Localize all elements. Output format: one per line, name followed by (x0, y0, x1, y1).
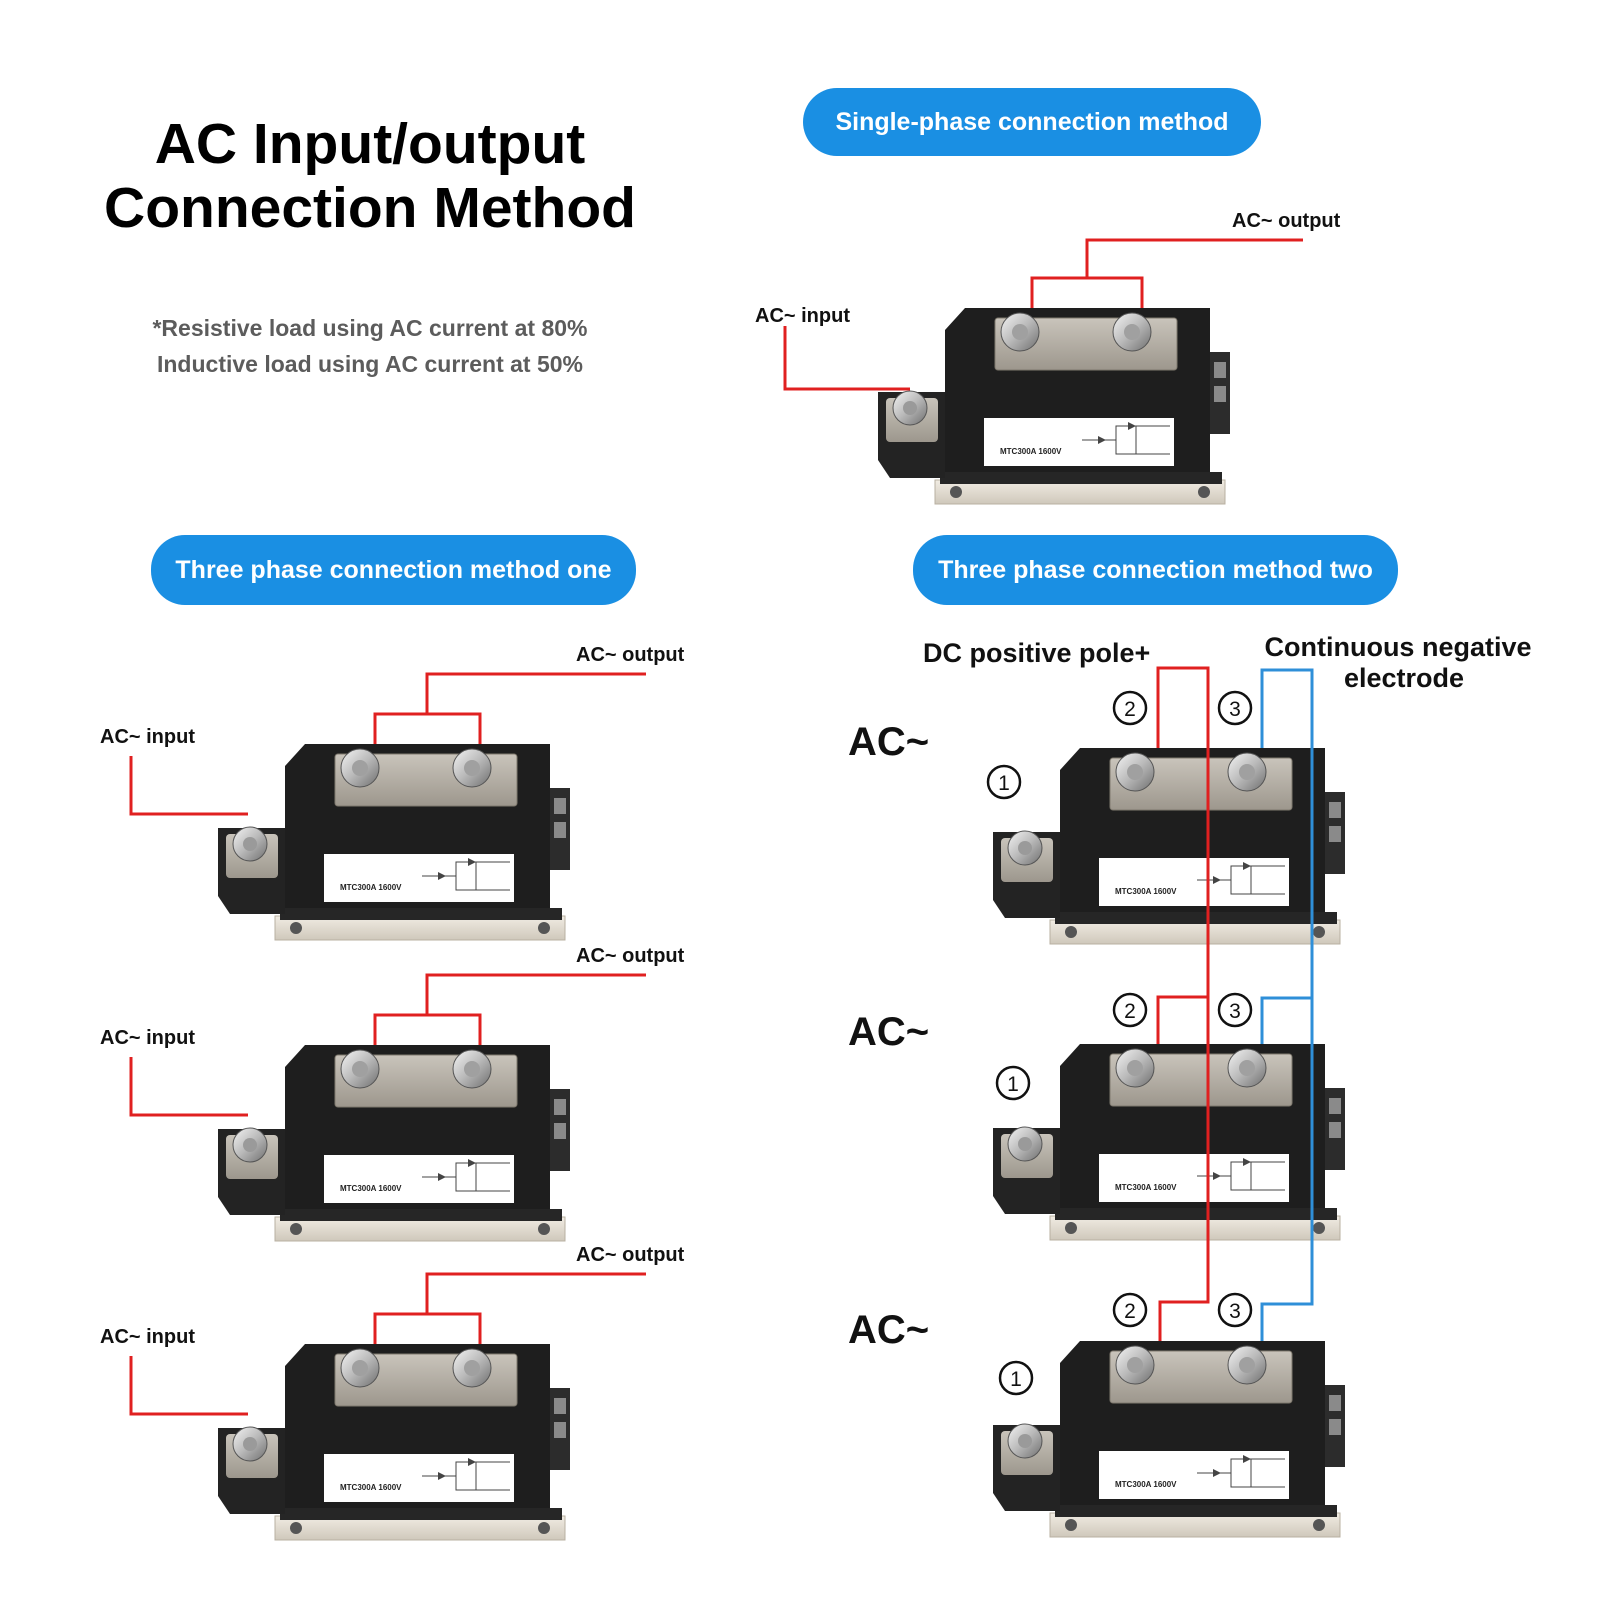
module-tp2-c (992, 1340, 1346, 1538)
tp1-c-input-wire (129, 1356, 248, 1416)
module-label-tp1-c: MTC300A 1600V (340, 1483, 402, 1492)
svg-text:1: 1 (998, 772, 1010, 795)
svg-text:2: 2 (1124, 1000, 1136, 1023)
single-output-label: AC~ output (1232, 210, 1341, 232)
svg-text:1: 1 (1007, 1073, 1019, 1096)
module-label-single: MTC300A 1600V (1000, 447, 1062, 456)
module-label-tp1-a: MTC300A 1600V (340, 883, 402, 892)
main-title: AC Input/output Connection Method (50, 112, 690, 240)
module-tp1-c (217, 1343, 571, 1541)
marker-b-2: 2 (1112, 992, 1148, 1028)
svg-text:3: 3 (1229, 1300, 1241, 1323)
single-output-wire (1030, 238, 1303, 308)
svg-text:1: 1 (1010, 1368, 1022, 1391)
module-tp2-b (992, 1043, 1346, 1241)
note-inductive: Inductive load using AC current at 50% (156, 351, 583, 377)
tp1-c-input-label: AC~ input (100, 1326, 195, 1348)
negative-label-line-1: Continuous negative (1264, 632, 1531, 662)
note-resistive: *Resistive load using AC current at 80% (152, 315, 588, 341)
negative-bus (1260, 668, 1314, 1341)
tp1-b-output-wire (373, 973, 646, 1045)
tp1-a-input-label: AC~ input (100, 726, 195, 748)
dc-positive-tap-b (1156, 995, 1208, 1044)
main-title-line-2: Connection Method (104, 176, 636, 240)
single-input-wire (783, 326, 910, 391)
tp1-a-output-wire (373, 672, 646, 744)
module-label-tp2-b: MTC300A 1600V (1115, 1183, 1177, 1192)
tp1-a-output-label: AC~ output (576, 644, 685, 666)
svg-text:2: 2 (1124, 698, 1136, 721)
marker-a-3: 3 (1217, 690, 1253, 726)
three-phase-two-heading: Three phase connection method two (913, 535, 1398, 605)
marker-c-3: 3 (1217, 1292, 1253, 1328)
load-notes: *Resistive load using AC current at 80% … (90, 310, 650, 382)
tp1-c-output-wire (373, 1272, 646, 1344)
module-tp2-a (992, 747, 1346, 945)
single-input-label: AC~ input (755, 305, 850, 327)
marker-a-1: 1 (986, 764, 1022, 800)
dc-positive-bus (1156, 666, 1210, 1341)
marker-c-2: 2 (1112, 1292, 1148, 1328)
negative-tap-b (1260, 996, 1312, 1044)
terminal-markers: 2 3 1 2 3 1 (986, 690, 1253, 1396)
marker-a-2: 2 (1112, 690, 1148, 726)
svg-text:3: 3 (1229, 1000, 1241, 1023)
tp1-a-input-wire (129, 756, 248, 816)
negative-label-line-2: electrode (1344, 663, 1464, 693)
svg-text:2: 2 (1124, 1300, 1136, 1323)
module-tp1-b (217, 1044, 571, 1242)
main-title-line-1: AC Input/output (154, 112, 586, 176)
three-phase-two-group: DC positive pole+ Continuous negative el… (848, 632, 1532, 1538)
module-labels: MTC300A 1600V MTC300A 1600V MTC300A 1600… (340, 447, 1177, 1492)
three-phase-one-heading: Three phase connection method one (151, 535, 636, 605)
marker-b-3: 3 (1217, 992, 1253, 1028)
tp1-b-input-label: AC~ input (100, 1027, 195, 1049)
single-phase-heading: Single-phase connection method (803, 88, 1261, 156)
ac-label-b: AC~ (848, 1010, 929, 1054)
module-single-phase (877, 307, 1231, 505)
ac-label-c: AC~ (848, 1308, 929, 1352)
module-label-tp1-b: MTC300A 1600V (340, 1184, 402, 1193)
tp1-c-output-label: AC~ output (576, 1244, 685, 1266)
three-phase-one-group: AC~ output AC~ input AC~ output AC~ inpu… (100, 644, 685, 1541)
module-label-tp2-c: MTC300A 1600V (1115, 1480, 1177, 1489)
marker-c-1: 1 (998, 1360, 1034, 1396)
module-tp1-a (217, 743, 571, 941)
tp1-b-input-wire (129, 1057, 248, 1117)
tp1-b-output-label: AC~ output (576, 945, 685, 967)
marker-b-1: 1 (995, 1065, 1031, 1101)
ac-label-a: AC~ (848, 720, 929, 764)
dc-positive-label: DC positive pole+ (923, 638, 1150, 668)
module-label-tp2-a: MTC300A 1600V (1115, 887, 1177, 896)
svg-text:3: 3 (1229, 698, 1241, 721)
